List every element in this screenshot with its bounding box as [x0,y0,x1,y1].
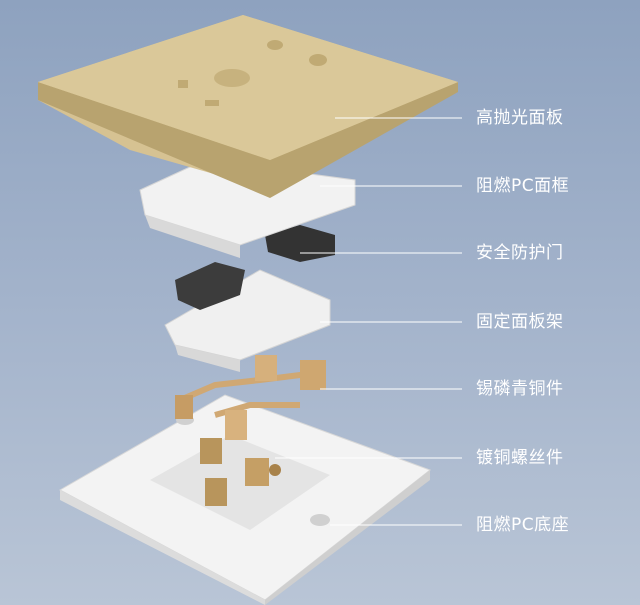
copper-screws [200,438,281,506]
leader-lines [275,117,462,526]
gold-panel [38,15,458,198]
phosphor-bronze-parts [175,355,326,440]
label-polished-panel: 高抛光面板 [476,108,564,128]
label-safety-door: 安全防护门 [476,243,564,263]
pc-base [58,394,432,605]
label-copper-screws: 镀铜螺丝件 [476,448,564,468]
label-pc-base: 阻燃PC底座 [476,515,570,535]
label-pc-frame: 阻燃PC面框 [476,176,570,196]
panel-bracket [164,269,331,372]
label-panel-bracket: 固定面板架 [476,312,564,332]
label-bronze-parts: 锡磷青铜件 [476,379,564,399]
